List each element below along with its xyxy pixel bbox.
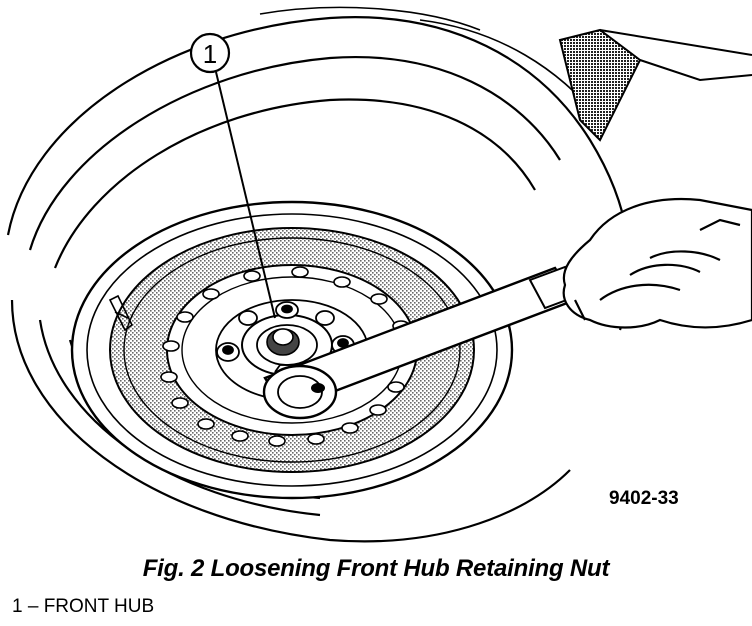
callout-1: 1 bbox=[189, 32, 276, 319]
figure-code: 9402-33 bbox=[609, 488, 679, 509]
figure-caption: Fig. 2 Loosening Front Hub Retaining Nut bbox=[142, 555, 610, 582]
callout-number: 1 bbox=[203, 39, 217, 69]
fender bbox=[558, 28, 752, 142]
wheel-illustration: 1 bbox=[6, 6, 752, 543]
hand bbox=[562, 198, 752, 329]
valve-stem bbox=[108, 294, 134, 332]
legend-item: 1 – FRONT HUB bbox=[12, 596, 155, 617]
